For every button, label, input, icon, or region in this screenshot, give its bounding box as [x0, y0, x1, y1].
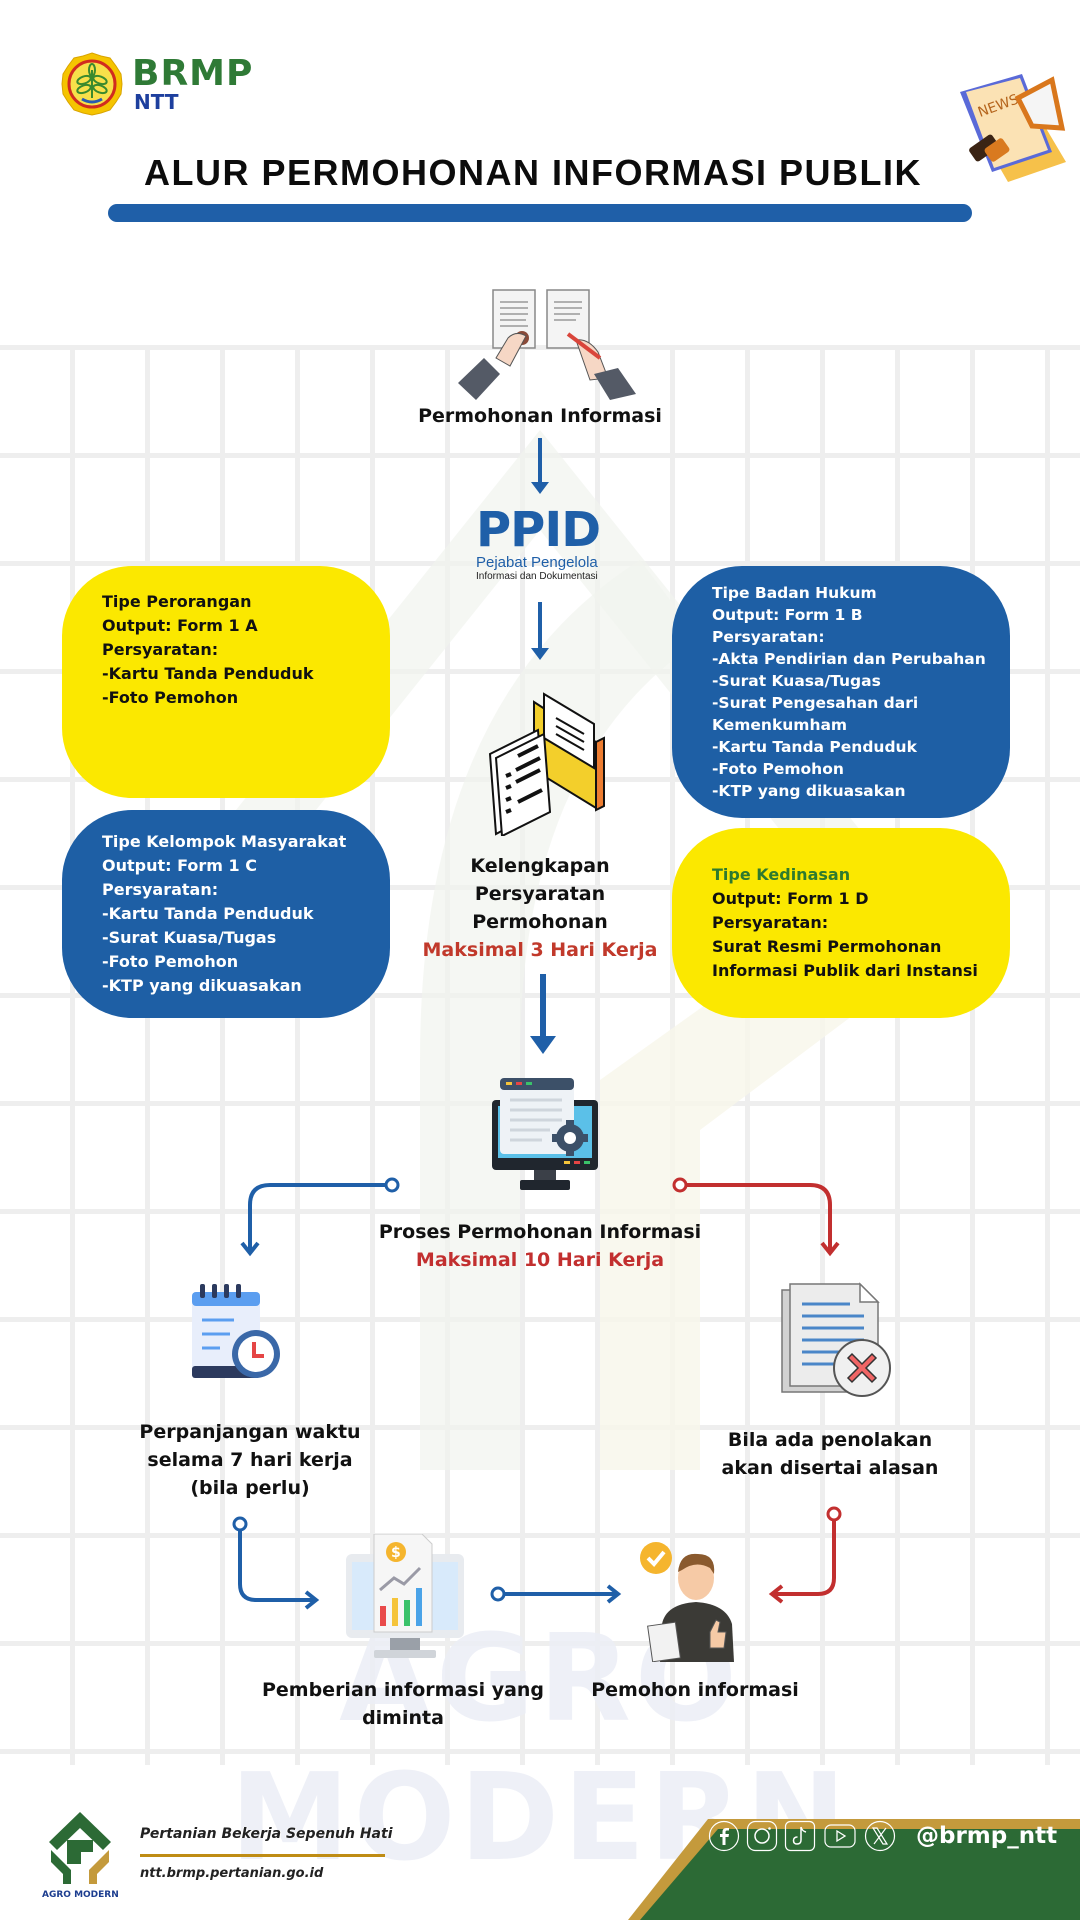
logo-brand-text: BRMP — [132, 53, 254, 94]
type-requirement: Informasi Publik dari Instansi — [712, 961, 978, 980]
news-megaphone-icon: NEWS — [960, 74, 1066, 182]
arrow-down-icon — [530, 974, 556, 1054]
report-monitor-icon: $ — [346, 1534, 464, 1658]
agro-modern-logo: AGRO MODERN — [42, 1810, 119, 1900]
bottom-connectors — [232, 1506, 842, 1610]
kementan-emblem-icon — [61, 52, 123, 116]
type-requirement: Kemenkumham — [712, 716, 848, 734]
extension-line: Perpanjangan waktu — [139, 1421, 361, 1443]
delivery-line: diminta — [362, 1707, 444, 1729]
arrow-down-icon — [531, 438, 549, 494]
ppid-subtitle: Pejabat Pengelola — [476, 554, 598, 571]
step-extension-label: Perpanjangan waktu selama 7 hari kerja (… — [120, 1418, 380, 1502]
type-title: Tipe Kelompok Masyarakat — [102, 832, 347, 851]
ppid-logo: PPID Pejabat Pengelola Informasi dan Dok… — [476, 506, 606, 582]
type-requirement: Surat Resmi Permohonan — [712, 937, 942, 956]
type-req-label: Persyaratan: — [102, 880, 219, 899]
extension-line: selama 7 hari kerja — [147, 1449, 353, 1471]
type-box-badan-hukum: Tipe Badan Hukum Output: Form 1 B Persya… — [672, 566, 1010, 818]
footer-slogan-divider — [140, 1854, 385, 1857]
type-requirement: -Surat Kuasa/Tugas — [712, 672, 881, 690]
type-requirement: -Foto Pemohon — [102, 952, 239, 971]
title-underline — [108, 204, 972, 222]
logo-region-text: NTT — [134, 90, 179, 114]
completeness-line: Permohonan — [472, 911, 608, 933]
tiktok-icon[interactable] — [784, 1820, 816, 1852]
type-requirement: -Kartu Tanda Penduduk — [102, 904, 314, 923]
type-box-kedinasan: Tipe Kedinasan Output: Form 1 D Persyara… — [672, 828, 1010, 1018]
type-output: Output: Form 1 A — [102, 616, 258, 635]
footer-slogan: Pertanian Bekerja Sepenuh Hati — [140, 1826, 393, 1842]
branch-connectors — [240, 1177, 840, 1257]
type-requirement: -KTP yang dikuasakan — [712, 782, 906, 800]
page-title: ALUR PERMOHONAN INFORMASI PUBLIK — [144, 152, 922, 193]
completeness-line: Kelengkapan — [470, 855, 610, 877]
facebook-icon[interactable] — [708, 1820, 740, 1852]
social-handle[interactable]: @brmp_ntt — [916, 1823, 1058, 1849]
rejection-line: akan disertai alasan — [721, 1457, 939, 1479]
step-rejection-label: Bila ada penolakan akan disertai alasan — [700, 1426, 960, 1482]
applicant-person-icon — [640, 1542, 734, 1662]
extension-line: (bila perlu) — [190, 1477, 310, 1499]
type-requirement: -Akta Pendirian dan Perubahan — [712, 650, 986, 668]
documents-folder-icon — [488, 692, 605, 836]
calendar-clock-icon — [192, 1284, 280, 1378]
type-box-kelompok: Tipe Kelompok Masyarakat Output: Form 1 … — [62, 810, 390, 1018]
type-requirement: -Foto Pemohon — [102, 688, 239, 707]
type-output: Output: Form 1 D — [712, 889, 869, 908]
agro-modern-label: AGRO MODERN — [42, 1890, 119, 1900]
type-output: Output: Form 1 C — [102, 856, 257, 875]
type-req-label: Persyaratan: — [102, 640, 219, 659]
youtube-icon[interactable] — [822, 1820, 858, 1852]
type-requirement: -Surat Pengesahan dari — [712, 694, 919, 712]
type-req-label: Persyaratan: — [712, 913, 829, 932]
type-requirement: -Surat Kuasa/Tugas — [102, 928, 277, 947]
step-completeness-label: Kelengkapan Persyaratan Permohonan Maksi… — [400, 852, 680, 964]
x-icon[interactable] — [864, 1820, 896, 1852]
arrow-down-icon — [531, 602, 549, 660]
signing-documents-icon — [458, 289, 636, 400]
completeness-deadline: Maksimal 3 Hari Kerja — [422, 939, 658, 961]
type-title: Tipe Badan Hukum — [712, 584, 877, 602]
process-deadline: Maksimal 10 Hari Kerja — [415, 1249, 665, 1271]
delivery-line: Pemberian informasi yang — [261, 1679, 545, 1701]
monitor-settings-icon — [492, 1078, 598, 1190]
process-title: Proses Permohonan Informasi — [378, 1221, 702, 1243]
svg-text:$: $ — [391, 1545, 401, 1561]
rejection-line: Bila ada penolakan — [727, 1429, 933, 1451]
type-box-perorangan: Tipe Perorangan Output: Form 1 A Persyar… — [62, 566, 390, 798]
step-applicant-label: Pemohon informasi — [591, 1679, 799, 1701]
type-requirement: -KTP yang dikuasakan — [102, 976, 302, 995]
type-req-label: Persyaratan: — [712, 628, 825, 646]
agro-modern-emblem-icon — [49, 1812, 111, 1884]
ppid-logo-text: PPID — [476, 502, 601, 558]
social-links: @brmp_ntt — [708, 1820, 1057, 1852]
rejected-document-icon — [781, 1282, 891, 1397]
instagram-icon[interactable] — [746, 1820, 778, 1852]
step-request-label: Permohonan Informasi — [418, 405, 662, 427]
type-requirement: -Foto Pemohon — [712, 760, 844, 778]
type-requirement: -Kartu Tanda Penduduk — [712, 738, 917, 756]
type-requirement: -Kartu Tanda Penduduk — [102, 664, 314, 683]
step-process-label: Proses Permohonan Informasi Maksimal 10 … — [360, 1218, 720, 1274]
footer-website-link[interactable]: ntt.brmp.pertanian.go.id — [140, 1866, 324, 1881]
type-title: Tipe Perorangan — [102, 592, 252, 611]
ppid-caption: Informasi dan Dokumentasi — [476, 571, 598, 582]
step-delivery-label: Pemberian informasi yang diminta — [258, 1676, 548, 1732]
brmp-logo: BRMP NTT — [60, 52, 253, 116]
type-title: Tipe Kedinasan — [712, 865, 851, 884]
completeness-line: Persyaratan — [474, 883, 606, 905]
type-output: Output: Form 1 B — [712, 606, 863, 624]
